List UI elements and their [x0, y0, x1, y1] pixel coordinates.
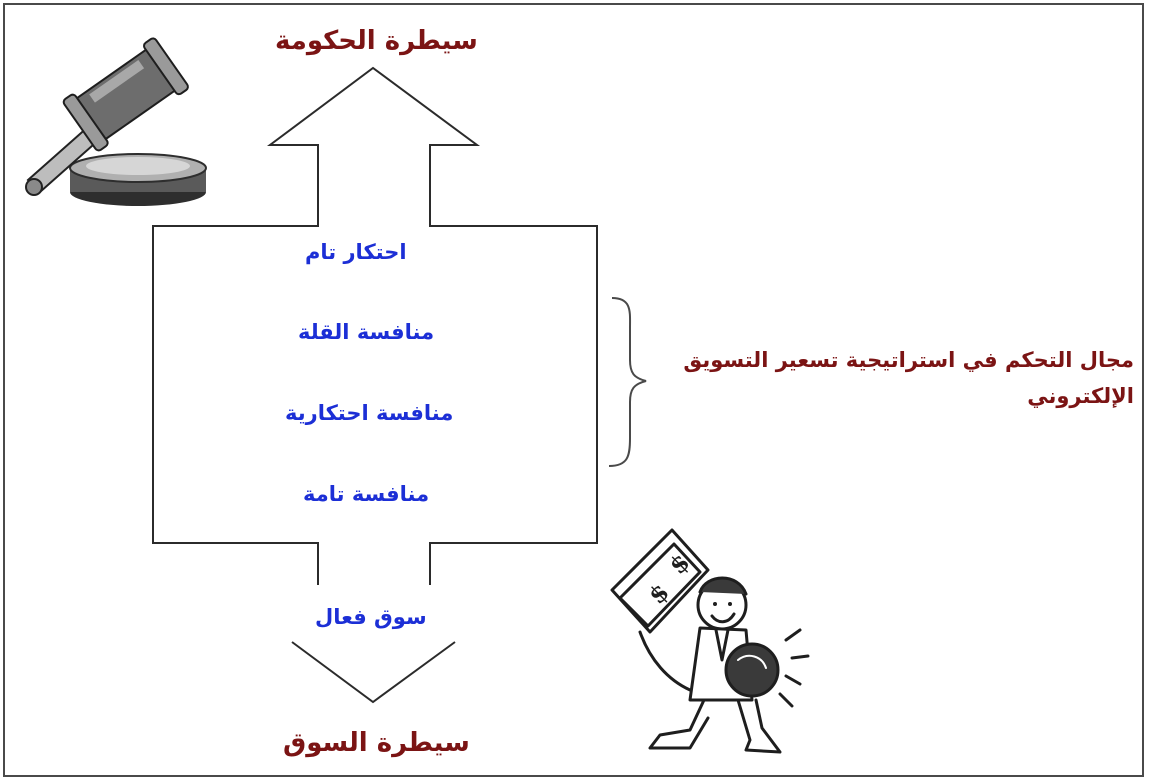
market-label: سوق فعال	[315, 605, 427, 629]
brace-label-line2: الإلكتروني	[1027, 384, 1134, 408]
brace-label-line1: مجال التحكم في استراتيجية تسعير التسويق	[683, 348, 1134, 372]
bottom-label: سيطرة السوق	[283, 728, 470, 758]
curly-brace	[608, 297, 647, 467]
down-arrow-head	[291, 641, 456, 704]
level-label-3: منافسة احتكارية	[285, 401, 454, 425]
money-man-icon: $ $	[610, 528, 810, 754]
up-arrow-box-outline	[152, 66, 598, 585]
level-label-4: منافسة تامة	[303, 482, 430, 506]
level-label-1: احتكار تام	[305, 240, 407, 264]
top-label: سيطرة الحكومة	[275, 26, 478, 56]
brace-label: مجال التحكم في استراتيجية تسعير التسويق …	[683, 342, 1134, 414]
diagram-frame	[3, 3, 1144, 777]
level-label-2: منافسة القلة	[298, 320, 435, 344]
gavel-icon	[25, 37, 207, 206]
